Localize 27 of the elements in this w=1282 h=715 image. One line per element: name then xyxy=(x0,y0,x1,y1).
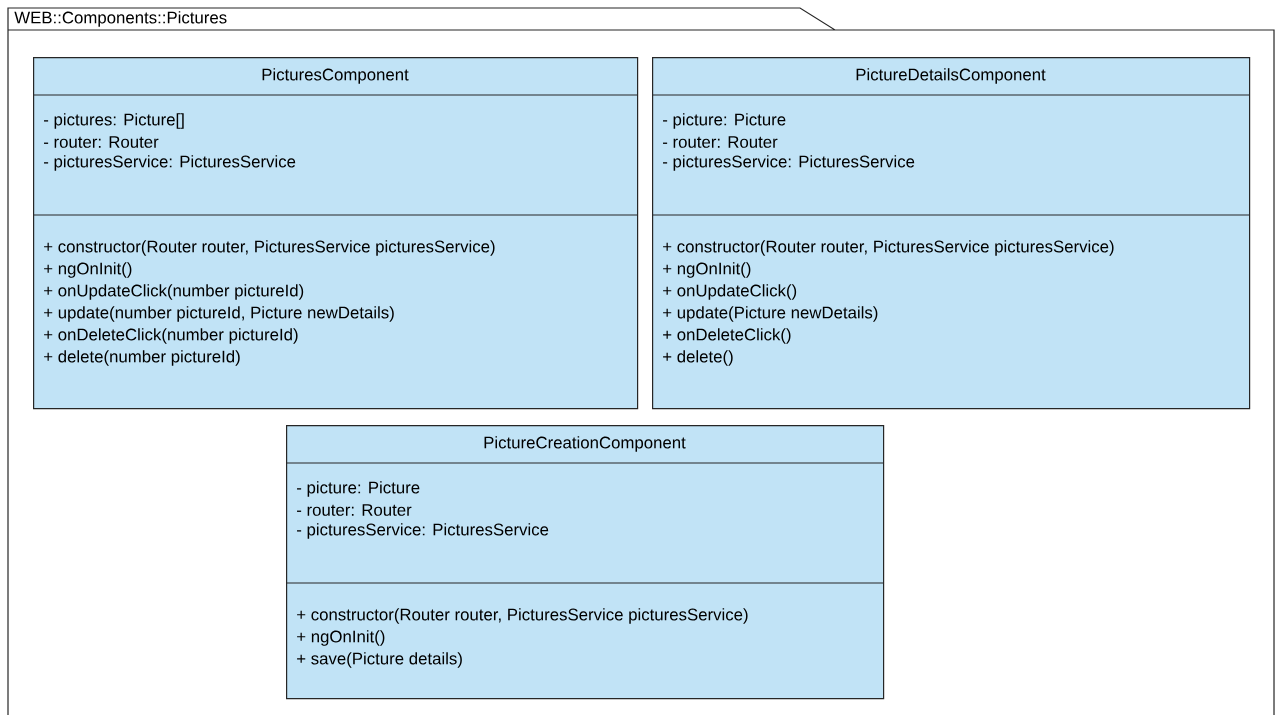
method-text: + onUpdateClick() xyxy=(663,284,797,300)
class-name: PictureDetailsComponent xyxy=(856,68,1046,84)
class-name: PicturesComponent xyxy=(262,68,409,84)
attribute-text: - pictures: Picture[] xyxy=(44,113,184,129)
method-text: + update(Picture newDetails) xyxy=(663,306,878,322)
class-name: PictureCreationComponent xyxy=(484,436,686,452)
method-text: + ngOnInit() xyxy=(663,262,751,278)
attribute-text: - picturesService: PicturesService xyxy=(663,155,915,171)
attribute-text: - picture: Picture xyxy=(663,113,786,129)
method-text: + onDeleteClick() xyxy=(663,328,791,344)
attribute-text: - router: Router xyxy=(663,136,778,148)
method-text: + ngOnInit() xyxy=(297,630,385,646)
attribute-text: - router: Router xyxy=(44,136,159,148)
method-text: + onDeleteClick(number pictureId) xyxy=(44,328,298,344)
method-text: + save(Picture details) xyxy=(297,652,462,668)
method-text: + constructor(Router router, PicturesService picturesService) xyxy=(297,608,748,624)
attribute-text: - router: Router xyxy=(297,504,412,516)
method-text: + delete() xyxy=(663,350,733,366)
attribute-text: - picture: Picture xyxy=(297,481,420,497)
attribute-text: - picturesService: PicturesService xyxy=(44,155,296,171)
method-text: + ngOnInit() xyxy=(44,262,132,278)
method-text: + delete(number pictureId) xyxy=(44,350,240,366)
method-text: + constructor(Router router, PicturesService picturesService) xyxy=(44,240,495,256)
method-text: + update(number pictureId, Picture newDetails) xyxy=(44,306,394,322)
attribute-text: - picturesService: PicturesService xyxy=(297,523,549,539)
method-text: + onUpdateClick(number pictureId) xyxy=(44,284,304,300)
method-text: + constructor(Router router, PicturesService picturesService) xyxy=(663,240,1114,256)
